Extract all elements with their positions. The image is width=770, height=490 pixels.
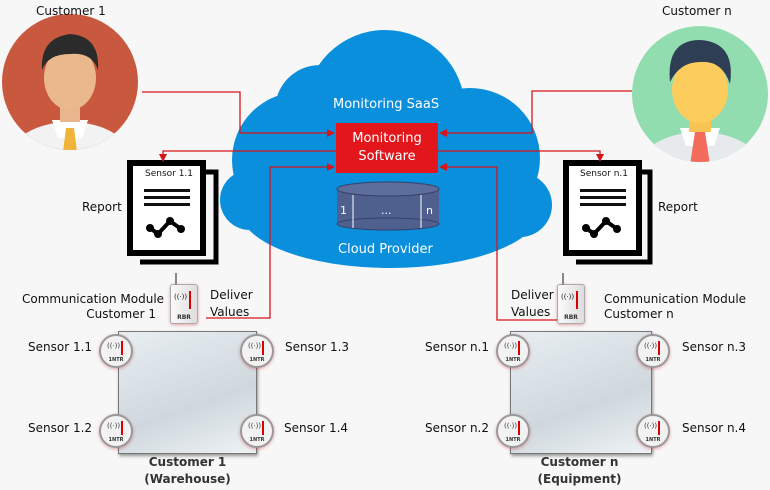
cloud-provider-label: Cloud Provider xyxy=(338,242,433,257)
report-n-title: Sensor n.1 xyxy=(580,169,629,179)
customer-n-avatar xyxy=(632,26,768,162)
module-1-line2: Customer 1 xyxy=(86,307,156,321)
connector-software-to-report1 xyxy=(159,150,336,162)
site-n-equipment-image xyxy=(510,331,652,454)
sensor-n-1-icon[interactable]: ((·))1NTR xyxy=(496,334,530,368)
sensor-n-1-label: Sensor n.1 xyxy=(425,340,490,354)
customer-1-avatar xyxy=(2,14,138,150)
customer-1-label: Customer 1 xyxy=(36,4,106,18)
sensor-1-3-icon[interactable]: ((·))1NTR xyxy=(240,334,274,368)
site-1-caption-line2: (Warehouse) xyxy=(144,472,231,486)
site-1-warehouse-image xyxy=(118,331,257,454)
antenna-icon xyxy=(562,273,564,285)
software-label-line1: Monitoring xyxy=(352,131,422,146)
site-n-caption-line2: (Equipment) xyxy=(537,472,622,486)
sensor-n-2-icon[interactable]: ((·))1NTR xyxy=(496,414,530,448)
sensor-1-4-label: Sensor 1.4 xyxy=(284,421,349,435)
sensor-1-3-label: Sensor 1.3 xyxy=(285,340,350,354)
db-label-middle: ... xyxy=(381,204,392,217)
site-n-caption-line1: Customer n xyxy=(540,455,619,469)
deliver-n-line1: Deliver xyxy=(511,288,554,302)
connector-software-to-reportn xyxy=(438,150,604,162)
sensor-n-4-icon[interactable]: ((·))1NTR xyxy=(636,414,670,448)
connector-module1-to-software xyxy=(206,163,335,319)
saas-title: Monitoring SaaS xyxy=(333,97,440,112)
sensor-n-3-icon[interactable]: ((·))1NTR xyxy=(636,334,670,368)
sensor-1-1-label: Sensor 1.1 xyxy=(28,340,93,354)
communication-module-1[interactable]: ((·)) RBR xyxy=(170,273,198,324)
report-n-icon xyxy=(563,160,653,265)
module-brand: RBR xyxy=(177,314,191,321)
connector-customern-to-software xyxy=(439,90,632,137)
sensor-n-4-label: Sensor n.4 xyxy=(682,421,747,435)
report-n-label: Report xyxy=(658,200,698,214)
module-n-line1: Communication Module xyxy=(604,292,747,306)
wireless-icon: ((·)) xyxy=(174,293,188,301)
customer-n-label: Customer n xyxy=(662,4,732,18)
communication-module-n[interactable]: ((·)) RBR xyxy=(557,273,585,324)
report-1-title: Sensor 1.1 xyxy=(145,169,194,179)
monitoring-software-box[interactable]: Monitoring Software xyxy=(336,123,438,173)
report-1-icon xyxy=(127,160,219,265)
sensor-1-4-icon[interactable]: ((·))1NTR xyxy=(240,414,274,448)
module-1-line1: Communication Module xyxy=(22,292,165,306)
connector-lines xyxy=(142,90,632,321)
site-1-caption-line1: Customer 1 xyxy=(148,455,227,469)
module-brand: RBR xyxy=(564,314,578,321)
deliver-1-line2: Values xyxy=(210,305,250,319)
report-1-label: Report xyxy=(82,200,122,214)
wireless-icon: ((·)) xyxy=(561,293,575,301)
sensor-1-2-icon[interactable]: ((·))1NTR xyxy=(99,414,133,448)
db-label-first: 1 xyxy=(340,204,347,217)
sensor-n-2-label: Sensor n.2 xyxy=(425,421,490,435)
antenna-icon xyxy=(175,273,177,285)
sensor-1-2-label: Sensor 1.2 xyxy=(28,421,93,435)
module-n-line2: Customer n xyxy=(604,307,674,321)
database-icon xyxy=(336,181,440,231)
sensor-1-1-icon[interactable]: ((·))1NTR xyxy=(99,334,133,368)
db-label-last: n xyxy=(426,204,433,217)
deliver-1-line1: Deliver xyxy=(210,288,253,302)
deliver-n-line2: Values xyxy=(511,305,551,319)
connector-customer1-to-software xyxy=(142,91,335,137)
software-label-line2: Software xyxy=(358,149,416,164)
sensor-n-3-label: Sensor n.3 xyxy=(682,340,747,354)
connector-modulen-to-software xyxy=(439,163,570,321)
